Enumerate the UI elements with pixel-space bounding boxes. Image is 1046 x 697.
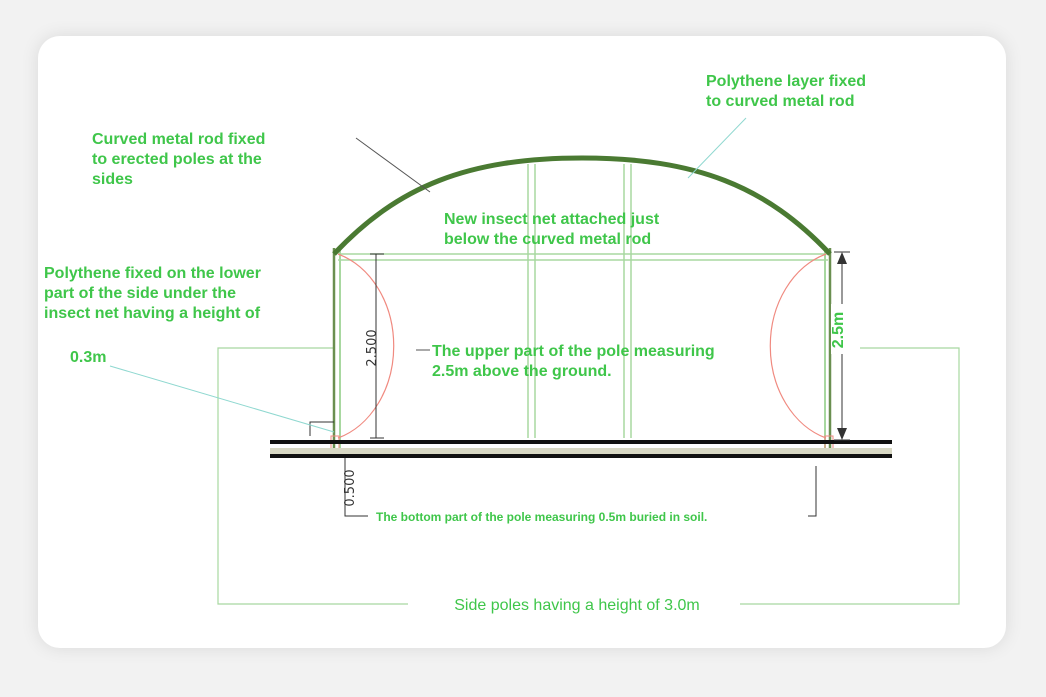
label-upper-pole: The upper part of the pole measuring 2.5… (432, 343, 719, 380)
label-side-poles: Side poles having a height of 3.0m (454, 597, 700, 614)
side-pole-bracket-left (217, 347, 408, 605)
diagram-card: 2.500 0.500 2.5m Curved metal rod fixed … (38, 36, 1006, 648)
label-curved-rod: Curved metal rod fixed to erected poles … (92, 131, 270, 188)
leader-polythene-layer (687, 117, 747, 179)
arc-left (337, 253, 395, 439)
label-insect-net: New insect net attached just below the c… (444, 211, 664, 248)
dim-label-2500: 2.500 (365, 329, 380, 366)
label-height-03m: 0.3m (70, 349, 106, 366)
label-polythene-lower: Polythene fixed on the lower part of the… (44, 265, 265, 322)
curved-metal-rod (332, 155, 832, 256)
label-polythene-layer: Polythene layer fixed to curved metal ro… (706, 73, 871, 110)
leader-03m (109, 365, 335, 433)
leader-curved-rod (355, 137, 431, 193)
arc-right (769, 253, 827, 439)
dim-tick-03 (309, 421, 334, 436)
ground-band (270, 448, 892, 454)
ground-line-bottom (270, 454, 892, 458)
side-pole-bracket-right (736, 347, 960, 605)
greenhouse-diagram: 2.500 0.500 2.5m Curved metal rod fixed … (44, 73, 960, 616)
ground-line-top (270, 440, 892, 444)
dim-line-0500 (344, 458, 368, 517)
dim-label-0500: 0.500 (343, 469, 358, 506)
dim-label-25m: 2.5m (830, 312, 847, 348)
label-bottom-pole: The bottom part of the pole measuring 0.… (376, 510, 707, 524)
